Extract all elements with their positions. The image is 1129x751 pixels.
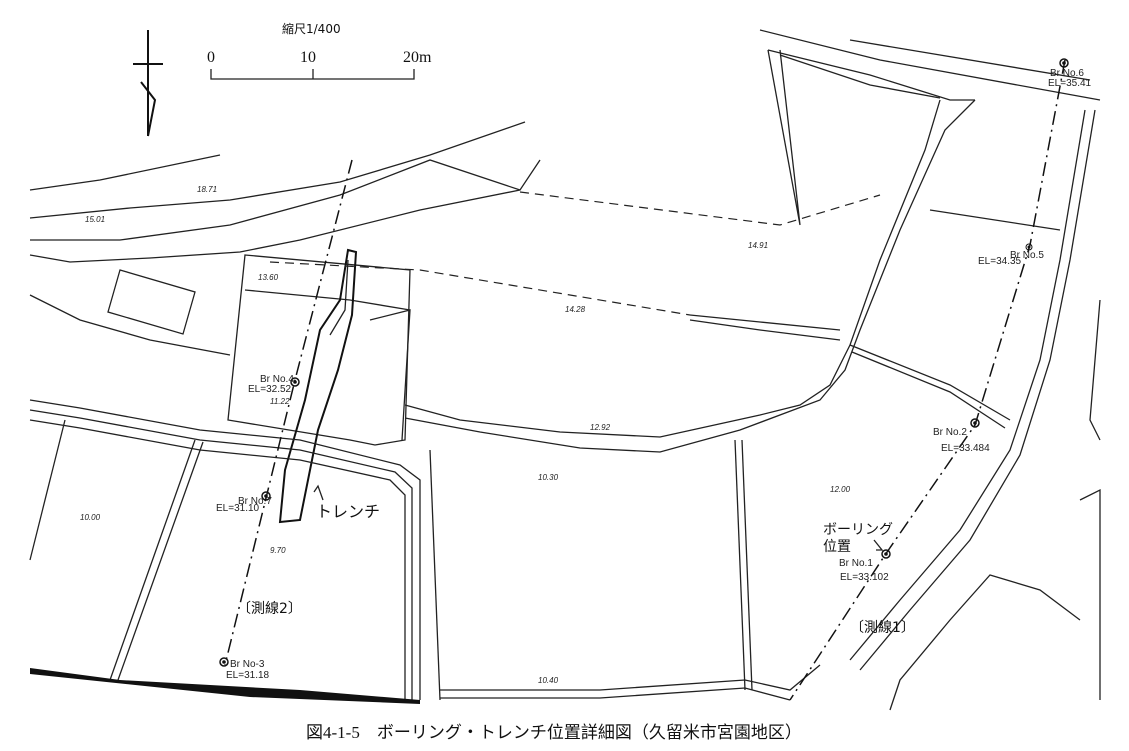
borehole-label: Br No.4 xyxy=(260,374,294,385)
borehole-elevation: EL=31.10 xyxy=(216,503,260,514)
borehole-elevation: EL=34.35 xyxy=(978,256,1022,267)
survey-line-1-label: 〔測線1〕 xyxy=(850,620,915,636)
borehole-no1[interactable]: Br No.1 EL=33.102 xyxy=(839,549,891,583)
spot-height: 9.70 xyxy=(270,546,286,555)
borehole-label: Br No.5 xyxy=(1010,250,1044,261)
borehole-label: Br No.7 xyxy=(238,496,272,507)
borehole-elevation: EL=35.41 xyxy=(1048,78,1092,89)
borehole-elevation: EL=33.102 xyxy=(840,572,889,583)
scale-tick-0: 0 xyxy=(207,49,215,66)
trench xyxy=(278,248,358,524)
spot-height: 14.28 xyxy=(565,305,586,314)
borehole-label: Br No.6 xyxy=(1050,68,1084,79)
scale-bar: 縮尺1/400 0 10 20m xyxy=(207,21,432,80)
scale-tick-10: 10 xyxy=(300,49,316,66)
borehole-no7[interactable]: Br No.7 EL=31.10 xyxy=(216,491,272,514)
borehole-label: Br No.1 xyxy=(839,558,873,569)
borehole-elevation: EL=32.52 xyxy=(248,384,292,395)
spot-heights: 18.71 15.01 13.60 14.28 14.91 12.92 10.3… xyxy=(80,185,851,685)
spot-height: 11.22 xyxy=(270,397,290,406)
scale-title: 縮尺1/400 xyxy=(282,21,341,36)
spot-height: 10.30 xyxy=(538,473,559,482)
scale-tick-20: 20m xyxy=(403,49,432,66)
borehole-no6[interactable]: Br No.6 EL=35.41 xyxy=(1048,58,1092,89)
spot-height: 15.01 xyxy=(85,215,105,224)
borehole-label: Br No.2 xyxy=(933,427,967,438)
north-arrow-icon xyxy=(133,30,163,137)
borehole-no4[interactable]: Br No.4 EL=32.52 xyxy=(248,374,300,395)
bank-shadow xyxy=(30,668,420,704)
borehole-no5[interactable]: Br No.5 EL=34.35 xyxy=(978,243,1044,267)
borehole-elevation: EL=31.18 xyxy=(226,670,270,681)
spot-height: 10.40 xyxy=(538,676,559,685)
spot-height: 10.00 xyxy=(80,513,101,522)
spot-height: 13.60 xyxy=(258,273,279,282)
boring-position-label-2: 位置 xyxy=(823,539,851,555)
spot-height: 18.71 xyxy=(197,185,217,194)
trench-label: トレンチ xyxy=(316,502,380,521)
borehole-label: Br No-3 xyxy=(230,659,265,670)
borehole-elevation: EL=33.484 xyxy=(941,443,990,454)
spot-height: 14.91 xyxy=(748,241,768,250)
spot-height: 12.00 xyxy=(830,485,851,494)
survey-line-1 xyxy=(789,59,1066,701)
terrain-lines xyxy=(29,29,1101,711)
boring-position-label: ボーリング xyxy=(823,522,893,538)
survey-line-2 xyxy=(224,159,353,666)
figure-caption: 図4-1-5 ボーリング・トレンチ位置詳細図（久留米市宮園地区） xyxy=(306,723,802,742)
spot-height: 12.92 xyxy=(590,423,611,432)
borehole-no2[interactable]: Br No.2 EL=33.484 xyxy=(933,418,990,454)
survey-line-2-label: 〔測線2〕 xyxy=(237,601,302,617)
borehole-no3[interactable]: Br No-3 EL=31.18 xyxy=(219,657,270,681)
